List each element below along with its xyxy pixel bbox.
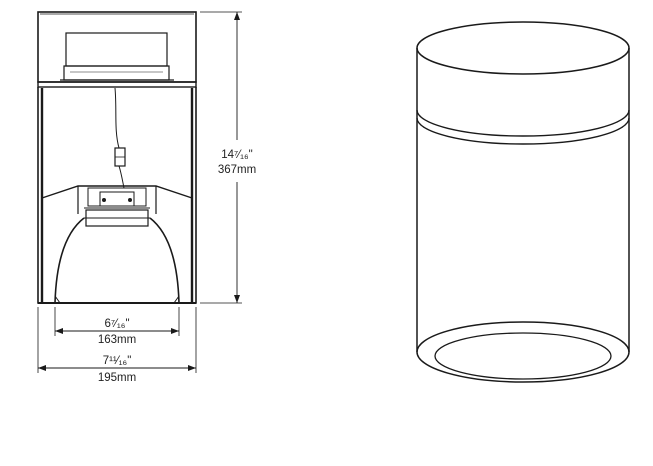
width-imperial-label: 7¹¹⁄₁₆" (103, 355, 132, 367)
height-imperial-label: 14⁷⁄₁₆" (221, 149, 252, 161)
bottom-trim (416, 321, 630, 383)
aperture-metric-label: 163mm (98, 334, 136, 346)
mounting-plate (37, 81, 197, 88)
driver-bracket (41, 185, 193, 227)
section-view (37, 11, 197, 304)
cylinder-body (37, 87, 197, 304)
mounting-box (37, 11, 197, 83)
aperture-opening (434, 332, 612, 380)
reflector (54, 217, 180, 304)
aperture-dimension: 6⁷⁄₁₆" 163mm (54, 307, 180, 346)
width-metric-label: 195mm (98, 372, 136, 384)
lead-wire (114, 87, 126, 189)
aperture-imperial-label: 6⁷⁄₁₆" (104, 318, 129, 330)
height-metric-label: 367mm (218, 164, 256, 176)
top-cap (416, 21, 630, 75)
perspective-view (416, 21, 630, 383)
height-dimension: 14⁷⁄₁₆" 367mm (200, 11, 256, 304)
width-dimension: 7¹¹⁄₁₆" 195mm (37, 307, 197, 384)
